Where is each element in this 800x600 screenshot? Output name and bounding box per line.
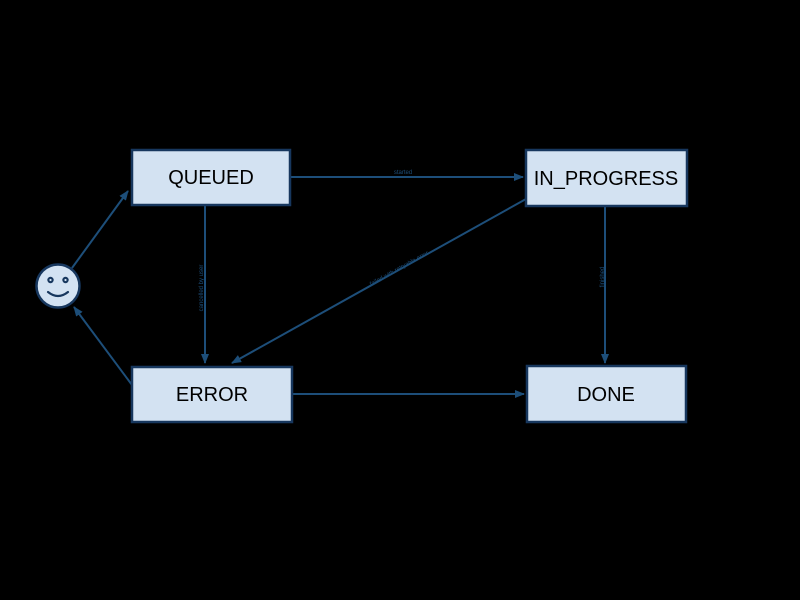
edge-inprogress-to-done: finished — [600, 206, 609, 364]
edge-label: finished — [600, 267, 606, 288]
node-label: QUEUED — [168, 167, 254, 189]
edge-line — [73, 306, 133, 386]
edge-error-to-start — [73, 306, 133, 386]
node-box — [525, 364, 688, 424]
edge-queued-to-inprogress: started — [290, 170, 524, 181]
node-error: ERROR — [130, 365, 294, 424]
smiley-mouth — [46, 290, 70, 298]
smiley-left-eye-glint — [49, 278, 52, 282]
edge-label: cancelled by user — [199, 265, 205, 312]
node-done: DONE — [525, 364, 688, 424]
node-label: IN_PROGRESS — [534, 168, 678, 190]
smiley-right-eye-glint — [64, 278, 67, 282]
node-box — [524, 148, 689, 208]
node-box — [130, 365, 294, 424]
edge-line — [71, 190, 129, 269]
node-in-progress: IN_PROGRESS — [524, 148, 689, 208]
smiley-face-icon — [35, 263, 81, 309]
node-queued: QUEUED — [130, 148, 292, 207]
node-box — [130, 148, 292, 207]
edge-inprogress-to-error: failed with retryable error — [231, 198, 527, 364]
node-start — [35, 263, 81, 309]
node-label: ERROR — [176, 384, 248, 406]
edge-label: started — [394, 170, 412, 176]
edge-queued-to-error: cancelled by user — [199, 205, 209, 364]
edge-line — [231, 198, 527, 364]
edge-label: failed with retryable error — [369, 250, 430, 287]
node-label: DONE — [577, 384, 635, 406]
edge-start-to-queued — [71, 190, 129, 269]
